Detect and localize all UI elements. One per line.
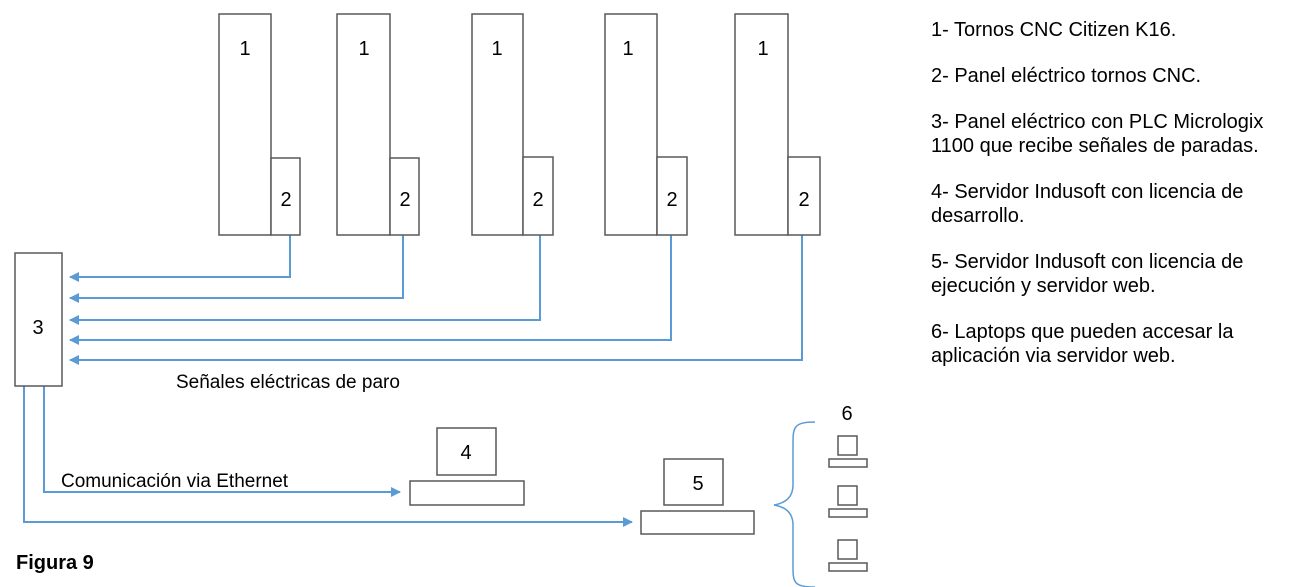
legend-item-6: 6- Laptops que pueden accesar la aplicac… bbox=[931, 321, 1234, 367]
server-4-base bbox=[409, 480, 525, 506]
plc-label: 3 bbox=[32, 317, 43, 339]
laptops-brace bbox=[773, 421, 816, 587]
cnc-lathe-4 bbox=[604, 13, 658, 236]
legend-item-5: 5- Servidor Indusoft con licencia de eje… bbox=[931, 251, 1244, 297]
ethernet-line-server-5 bbox=[23, 386, 633, 527]
laptop-1-screen bbox=[837, 435, 858, 456]
laptop-2-screen bbox=[837, 485, 858, 506]
server-5-monitor bbox=[663, 458, 724, 506]
cnc-lathe-1 bbox=[218, 13, 272, 236]
lathe-3-label: 1 bbox=[491, 38, 502, 60]
cnc-panel-5 bbox=[787, 156, 821, 236]
legend-item-2: 2- Panel eléctrico tornos CNC. bbox=[931, 65, 1202, 87]
ethernet-caption: Comunicación via Ethernet bbox=[61, 471, 289, 492]
cnc-panel-2 bbox=[389, 157, 420, 236]
signal-line-5 bbox=[69, 234, 803, 365]
legend: 1- Tornos CNC Citizen K16. 2- Panel eléc… bbox=[931, 18, 1281, 390]
plc-panel bbox=[14, 252, 63, 387]
cnc-lathe-5 bbox=[734, 13, 789, 236]
lathe-5-label: 1 bbox=[757, 38, 768, 60]
laptops-label: 6 bbox=[841, 403, 852, 425]
cnc-panel-3 bbox=[522, 156, 554, 236]
lathe-1-label: 1 bbox=[239, 38, 250, 60]
server-5-base bbox=[640, 510, 755, 535]
laptop-3-screen bbox=[837, 539, 858, 560]
legend-item-1: 1- Tornos CNC Citizen K16. bbox=[931, 19, 1177, 41]
cnc-panel-4 bbox=[656, 156, 688, 236]
server-5-label: 5 bbox=[692, 473, 703, 495]
signal-line-1 bbox=[69, 234, 291, 282]
legend-item-3: 3- Panel eléctrico con PLC Micrologix 11… bbox=[931, 111, 1264, 157]
laptop-3-base bbox=[828, 562, 868, 572]
figure-caption: Figura 9 bbox=[16, 552, 94, 574]
cnc-panel-1 bbox=[270, 157, 301, 236]
ethernet-line-server-4 bbox=[43, 386, 401, 497]
laptop-2-base bbox=[828, 508, 868, 518]
cnc-lathe-2 bbox=[336, 13, 391, 236]
panel-1-label: 2 bbox=[280, 189, 291, 211]
server-4-label: 4 bbox=[460, 442, 471, 464]
signals-caption: Señales eléctricas de paro bbox=[176, 372, 400, 393]
lathe-2-label: 1 bbox=[358, 38, 369, 60]
server-4-monitor bbox=[436, 427, 497, 476]
laptop-1-base bbox=[828, 458, 868, 468]
signal-line-4 bbox=[69, 234, 672, 345]
panel-4-label: 2 bbox=[666, 189, 677, 211]
panel-3-label: 2 bbox=[532, 189, 543, 211]
panel-5-label: 2 bbox=[798, 189, 809, 211]
lathe-4-label: 1 bbox=[622, 38, 633, 60]
signal-line-3 bbox=[69, 234, 541, 325]
panel-2-label: 2 bbox=[399, 189, 410, 211]
cnc-lathe-3 bbox=[471, 13, 524, 236]
signal-line-2 bbox=[69, 234, 404, 303]
legend-item-4: 4- Servidor Indusoft con licencia de des… bbox=[931, 181, 1244, 227]
